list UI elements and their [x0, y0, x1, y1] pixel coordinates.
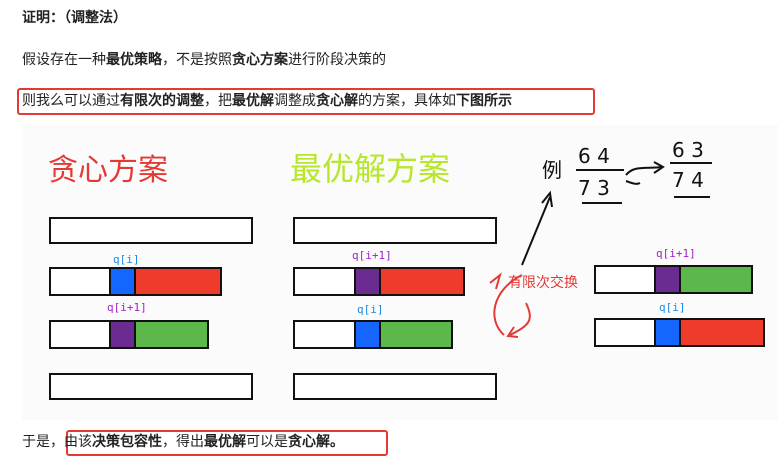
after-top: 6 3: [672, 138, 704, 162]
optimal-bar-2-green: [379, 320, 453, 349]
optimal-bar-2-blue: [354, 320, 381, 349]
bold-segment: 决策包容性: [92, 434, 162, 450]
result-bar-2-blue: [654, 318, 681, 347]
adjustment-line: 则我么可以通过有限次的调整，把最优解调整成贪心解的方案，具体如下图所示: [22, 91, 512, 111]
swap-arrow-curve-2: [509, 302, 531, 336]
transform-arrow-tail: [625, 180, 641, 185]
after-bottom: 7 4: [672, 168, 704, 192]
greedy-label-qi1: q[i+1]: [107, 301, 147, 314]
bold-segment: 有限次的调整: [120, 93, 204, 109]
greedy-label-qi: q[i]: [113, 253, 140, 266]
text-segment: ，得出: [162, 434, 204, 450]
result-bar-2-red: [679, 318, 765, 347]
text-segment: 于是，: [22, 434, 64, 450]
result-label-qi1: q[i+1]: [656, 247, 696, 260]
proof-label: 证明：: [22, 10, 64, 26]
bold-segment: 贪心解: [288, 434, 330, 450]
bold-segment: 最优策略: [106, 52, 162, 68]
swap-arrow-head-bottom: [506, 326, 519, 338]
text-segment: 调整成: [274, 93, 316, 109]
text-segment: 进行阶段决策的: [288, 52, 386, 68]
swap-label: 有限次交换: [508, 274, 578, 291]
assumption-line: 假设存在一种最优策略，不是按照贪心方案进行阶段决策的: [22, 50, 386, 70]
bold-segment: 贪心方案: [232, 52, 288, 68]
highlight-box-adjust: [17, 88, 595, 115]
bold-segment: 下图所示: [456, 93, 512, 109]
swap-arrow-curve: [493, 274, 523, 336]
optimal-bar-1-purple: [354, 267, 381, 296]
greedy-bar-empty-bottom: [49, 373, 253, 400]
bold-segment: 贪心解: [316, 93, 358, 109]
optimal-bar-empty-top: [293, 217, 497, 244]
optimal-label-qi: q[i]: [357, 303, 384, 316]
result-bar-1-green: [679, 265, 753, 294]
example-arrow-head: [541, 190, 553, 208]
transform-arrow-head: [653, 161, 665, 174]
text-segment: ，不是按照: [162, 52, 232, 68]
example-char: 例: [542, 158, 562, 182]
text-segment: ，把: [204, 93, 232, 109]
optimal-title: 最优解方案: [290, 150, 450, 188]
result-bar-1-white: [594, 265, 656, 294]
proof-method: （调整法）: [64, 10, 127, 26]
adjustment-diagram: 贪心方案 最优解方案 q[i] q[i+1] q[i+1] q[i] 有限次交换…: [22, 125, 778, 420]
text-segment: 的方案，具体如: [358, 93, 456, 109]
proof-heading: 证明：（调整法）: [22, 8, 127, 28]
swap-arrow-head-top: [489, 272, 502, 290]
greedy-bar-2-green: [134, 320, 209, 349]
text-segment: 。: [330, 434, 344, 450]
optimal-bar-2-white: [293, 320, 356, 349]
result-bar-2-white: [594, 318, 656, 347]
conclusion-line: 于是，由该决策包容性，得出最优解可以是贪心解。: [22, 432, 344, 452]
example-arrow-line: [521, 196, 551, 266]
greedy-bar-1-blue: [109, 267, 136, 296]
greedy-title: 贪心方案: [48, 153, 168, 188]
before-bottom: 7 3: [578, 176, 610, 200]
text-segment: 由该: [64, 434, 92, 450]
result-bar-1-purple: [654, 265, 681, 294]
optimal-bar-1-white: [293, 267, 356, 296]
greedy-bar-2-purple: [109, 320, 136, 349]
optimal-bar-1-red: [379, 267, 465, 296]
optimal-label-qi1: q[i+1]: [352, 249, 392, 262]
greedy-bar-empty-top: [49, 217, 253, 244]
before-top: 6 4: [578, 144, 610, 168]
greedy-bar-1-white: [49, 267, 111, 296]
bold-segment: 最优解: [204, 434, 246, 450]
result-label-qi: q[i]: [659, 301, 686, 314]
highlight-box-conclusion: [66, 430, 388, 456]
text-segment: 可以是: [246, 434, 288, 450]
transform-arrow: [625, 166, 663, 176]
text-segment: 假设存在一种: [22, 52, 106, 68]
greedy-bar-2-white: [49, 320, 111, 349]
greedy-bar-1-red: [134, 267, 222, 296]
text-segment: 则我么可以通过: [22, 93, 120, 109]
bold-segment: 最优解: [232, 93, 274, 109]
optimal-bar-empty-bottom: [293, 373, 497, 400]
